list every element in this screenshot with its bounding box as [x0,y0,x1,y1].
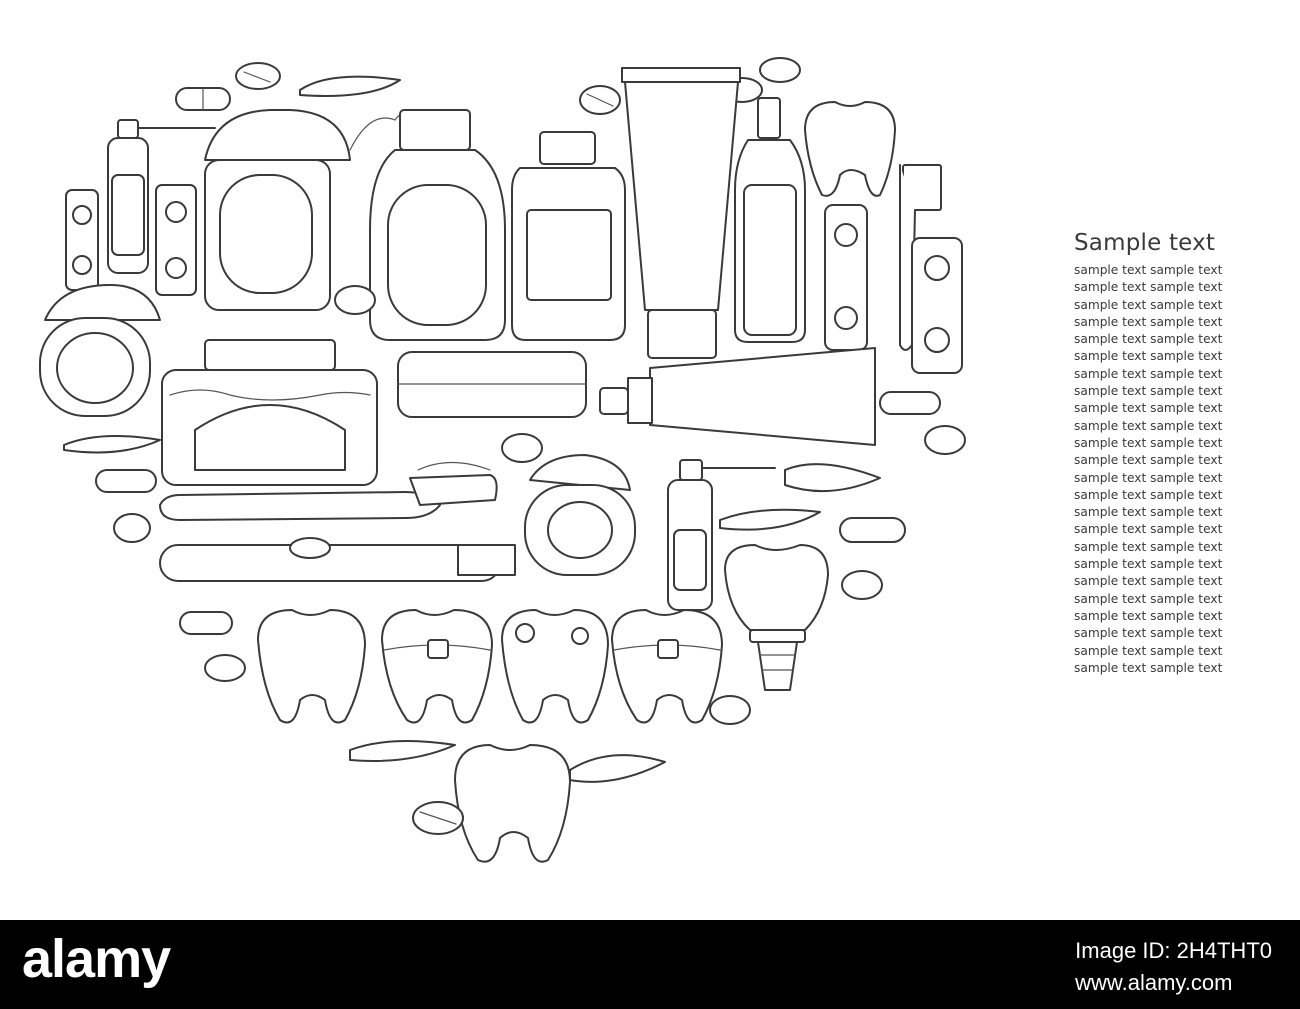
text-line: sample text sample text [1074,522,1223,537]
dental-floss-icon [524,454,636,576]
tooth-braces-icon [381,609,493,724]
toothbrush-icon [159,537,516,582]
text-heading: Sample text [1074,230,1216,256]
text-line: sample text sample text [1074,263,1223,277]
pill-icon [709,695,751,725]
stock-footer-bar: alamy Image ID: 2H4THT0 www.alamy.com [0,920,1300,1009]
text-line: sample text sample text [1074,435,1223,450]
text-line: sample text sample text [1074,366,1223,381]
text-line: sample text sample text [1074,401,1223,416]
text-line: sample text sample text [1074,505,1223,520]
paste-swirl-icon [349,740,456,762]
text-line: sample text sample text [1074,314,1223,329]
dental-implant-icon [724,544,829,691]
dental-floss-icon [39,284,161,417]
pill-icon [412,801,464,835]
text-line: sample text sample text [1074,280,1223,295]
paste-swirl-icon [719,508,821,531]
mouthwash-bottle-icon [369,109,506,341]
dental-heart-illustration [39,57,966,863]
toothpaste-tube-icon [621,67,741,359]
tooth-icon [257,609,366,724]
blister-pack-icon [65,189,99,291]
dental-jar-icon [161,339,378,486]
capsule-icon [839,517,906,543]
text-line: sample text sample text [1074,626,1223,641]
sample-text-block: Sample text sample text sample text samp… [1072,230,1272,677]
paste-swirl-icon [299,75,401,97]
text-line: sample text sample text [1074,418,1223,433]
text-line: sample text sample text [1074,332,1223,347]
pill-icon [235,62,281,90]
capsule-icon [879,391,941,415]
pill-icon [759,57,801,83]
blister-pack-icon [824,204,868,351]
tooth-icon [454,744,571,863]
pill-icon [501,433,543,463]
dental-spray-icon [107,119,216,274]
pill-icon [579,85,621,115]
brand-text: alamy [22,929,171,989]
blister-pack-icon [155,184,197,296]
text-line: sample text sample text [1074,349,1223,364]
image-id-label: Image ID: 2H4THT0 [1075,938,1272,963]
paste-swirl-icon [569,754,666,783]
pill-icon [924,425,966,455]
text-line: sample text sample text [1074,297,1223,312]
tooth-braces-icon [611,609,723,724]
text-line: sample text sample text [1074,470,1223,485]
text-line: sample text sample text [1074,591,1223,606]
pill-icon [204,654,246,682]
pill-icon [113,513,151,543]
floss-box-icon [204,109,421,311]
text-line: sample text sample text [1074,608,1223,623]
site-url[interactable]: www.alamy.com [1075,970,1233,995]
pill-icon [334,285,376,315]
capsule-icon [95,469,157,493]
toothpaste-tube-icon [599,347,876,446]
image-info: Image ID: 2H4THT0 www.alamy.com [1075,938,1272,996]
text-line: sample text sample text [1074,539,1223,554]
capsule-icon [175,87,231,111]
illustration-canvas: Sample text sample text sample text samp… [39,57,1272,863]
text-line: sample text sample text [1074,660,1223,675]
dental-spray-icon [667,459,776,611]
paste-swirl-icon [63,435,161,454]
brush-head-icon [397,351,587,418]
text-line: sample text sample text [1074,643,1223,658]
mouthwash-bottle-icon [511,131,626,341]
tooth-caries-icon [501,609,609,724]
spray-bottle-icon [734,97,806,343]
brand-logo: alamy [22,928,171,990]
text-line: sample text sample text [1074,487,1223,502]
tooth-icon [804,101,896,197]
blister-pack-icon [911,237,963,374]
toothbrush-icon [159,461,498,521]
pill-icon [841,570,883,600]
text-line: sample text sample text [1074,557,1223,572]
text-body: sample text sample text sample text samp… [1072,262,1272,677]
text-line: sample text sample text [1074,384,1223,399]
text-line: sample text sample text [1074,453,1223,468]
capsule-icon [179,611,233,635]
text-line: sample text sample text [1074,574,1223,589]
paste-swirl-icon [784,463,881,493]
